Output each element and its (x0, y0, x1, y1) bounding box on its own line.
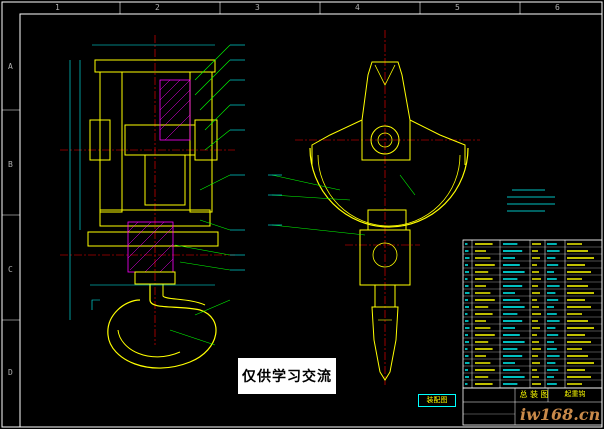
assembly-label: 装配图 (418, 394, 456, 407)
parts-list-table (462, 239, 603, 389)
zone-label-2: 2 (155, 3, 160, 12)
title-block-name: 总 装 图 (519, 390, 549, 399)
zone-label-d: D (8, 368, 13, 377)
zone-label-6: 6 (555, 3, 560, 12)
side-view (268, 30, 480, 385)
zone-label-3: 3 (255, 3, 260, 12)
study-only-stamp: 仅供学习交流 (237, 357, 337, 395)
zone-label-1: 1 (55, 3, 60, 12)
zone-label-b: B (8, 160, 13, 169)
zone-label-4: 4 (355, 3, 360, 12)
technical-notes (507, 189, 555, 212)
zone-label-a: A (8, 62, 13, 71)
title-block-drawing: 起重钩 (564, 390, 586, 398)
front-view (60, 35, 245, 369)
title-block (462, 387, 603, 426)
site-watermark: iw168.cn (520, 405, 601, 424)
zone-label-c: C (8, 265, 13, 274)
inner-border (19, 13, 603, 428)
zone-label-5: 5 (455, 3, 460, 12)
